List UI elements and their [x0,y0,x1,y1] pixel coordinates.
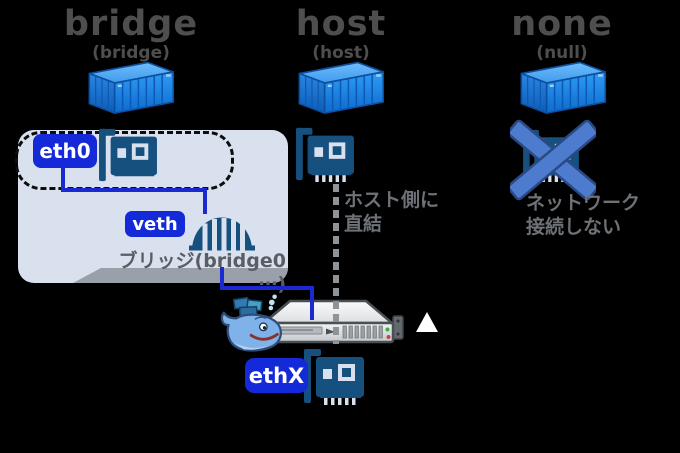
none-note: ネットワーク 接続しない [526,192,641,238]
x-cross-icon [509,119,597,201]
column-subtitle-none: (null) [536,43,588,63]
docker-whale-icon [219,293,287,355]
wire-bridge-to-server-vertical1 [220,267,224,290]
shipping-container-icon-bridge [83,55,178,119]
shipping-container-icon-none [515,55,610,119]
panel-shadow [73,268,288,283]
wire-bridge-to-server-vertical2 [310,286,314,320]
bridge-arch-icon [189,206,255,251]
veth-badge: veth [125,211,185,237]
network-card-icon-container [97,127,159,183]
column-title-bridge: bridge [63,4,199,44]
white-triangle-marker [416,312,438,332]
host-note: ホスト側に 直結 [344,189,440,235]
wire-bridge-to-server-horizontal [220,286,314,290]
eth0-badge: eth0 [33,134,97,168]
network-card-icon-physical [302,347,366,405]
column-title-none: none [511,4,613,44]
network-card-icon-host [294,126,356,182]
wire-eth0-vertical [61,167,65,192]
column-subtitle-host: (host) [312,43,370,63]
wire-veth-vertical [203,188,207,214]
column-title-host: host [295,4,387,44]
column-subtitle-bridge: (bridge) [92,43,170,63]
shipping-container-icon-host [293,55,388,119]
wire-eth0-horizontal [61,188,207,192]
host-direct-dotted-line [333,184,339,344]
ethx-badge: ethX [245,358,308,393]
